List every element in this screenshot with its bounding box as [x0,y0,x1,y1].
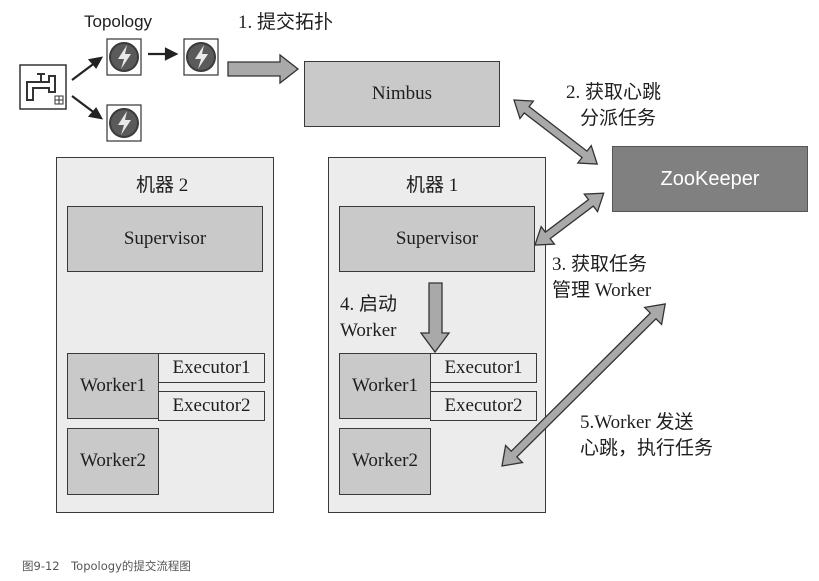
machine1-worker2: Worker2 [339,428,431,495]
step3-line2: 管理 Worker [552,280,652,301]
machine2-supervisor: Supervisor [67,206,263,272]
bolt-icon [106,104,142,142]
step4-line2: Worker [340,320,397,341]
supervisor-zookeeper-arrow [534,192,605,246]
machine1-title: 机器 1 [406,175,459,196]
step2-line1: 2. 获取心跳 [566,82,662,103]
step1-label: 1. 提交拓扑 [238,12,334,33]
spout-to-bolt-arrow [71,56,104,81]
step3-label: 3. 获取任务 管理 Worker [552,252,651,304]
nimbus-box: Nimbus [304,61,500,127]
machine2-executor2: Executor2 [158,391,265,421]
machine2-worker1: Worker1 [67,353,159,419]
step5-label: 5.Worker 发送 心跳，执行任务 [580,410,713,462]
machine1-executor1: Executor1 [430,353,537,383]
machine2-title: 机器 2 [136,175,189,196]
machine1-supervisor: Supervisor [339,206,535,272]
step4-line1: 4. 启动 [340,294,398,315]
spout-to-bolt-arrow [71,95,104,120]
bolt-icon [106,38,142,76]
machine1-executor2: Executor2 [430,391,537,421]
worker-heartbeat-arrow [501,303,667,467]
step4-label: 4. 启动 Worker [340,292,397,344]
bolt-to-bolt-arrow [148,47,179,61]
step5-line1: 5.Worker 发送 [580,412,694,433]
nimbus-zookeeper-arrow [513,99,599,165]
step2-line2: 分派任务 [580,108,657,129]
zookeeper-box: ZooKeeper [612,146,808,212]
step5-line2: 心跳，执行任务 [580,438,714,459]
topology-label: Topology [84,12,153,31]
machine1-worker1: Worker1 [339,353,431,419]
submit-topology-arrow [227,53,300,85]
step3-line1: 3. 获取任务 [552,254,648,275]
step2-label: 2. 获取心跳 分派任务 [566,80,661,132]
start-worker-arrow [419,282,451,354]
spout-faucet-icon [19,64,67,110]
figure-caption: 图9-12 Topology的提交流程图 [22,559,191,573]
machine2-executor1: Executor1 [158,353,265,383]
machine2-worker2: Worker2 [67,428,159,495]
bolt-icon [183,38,219,76]
